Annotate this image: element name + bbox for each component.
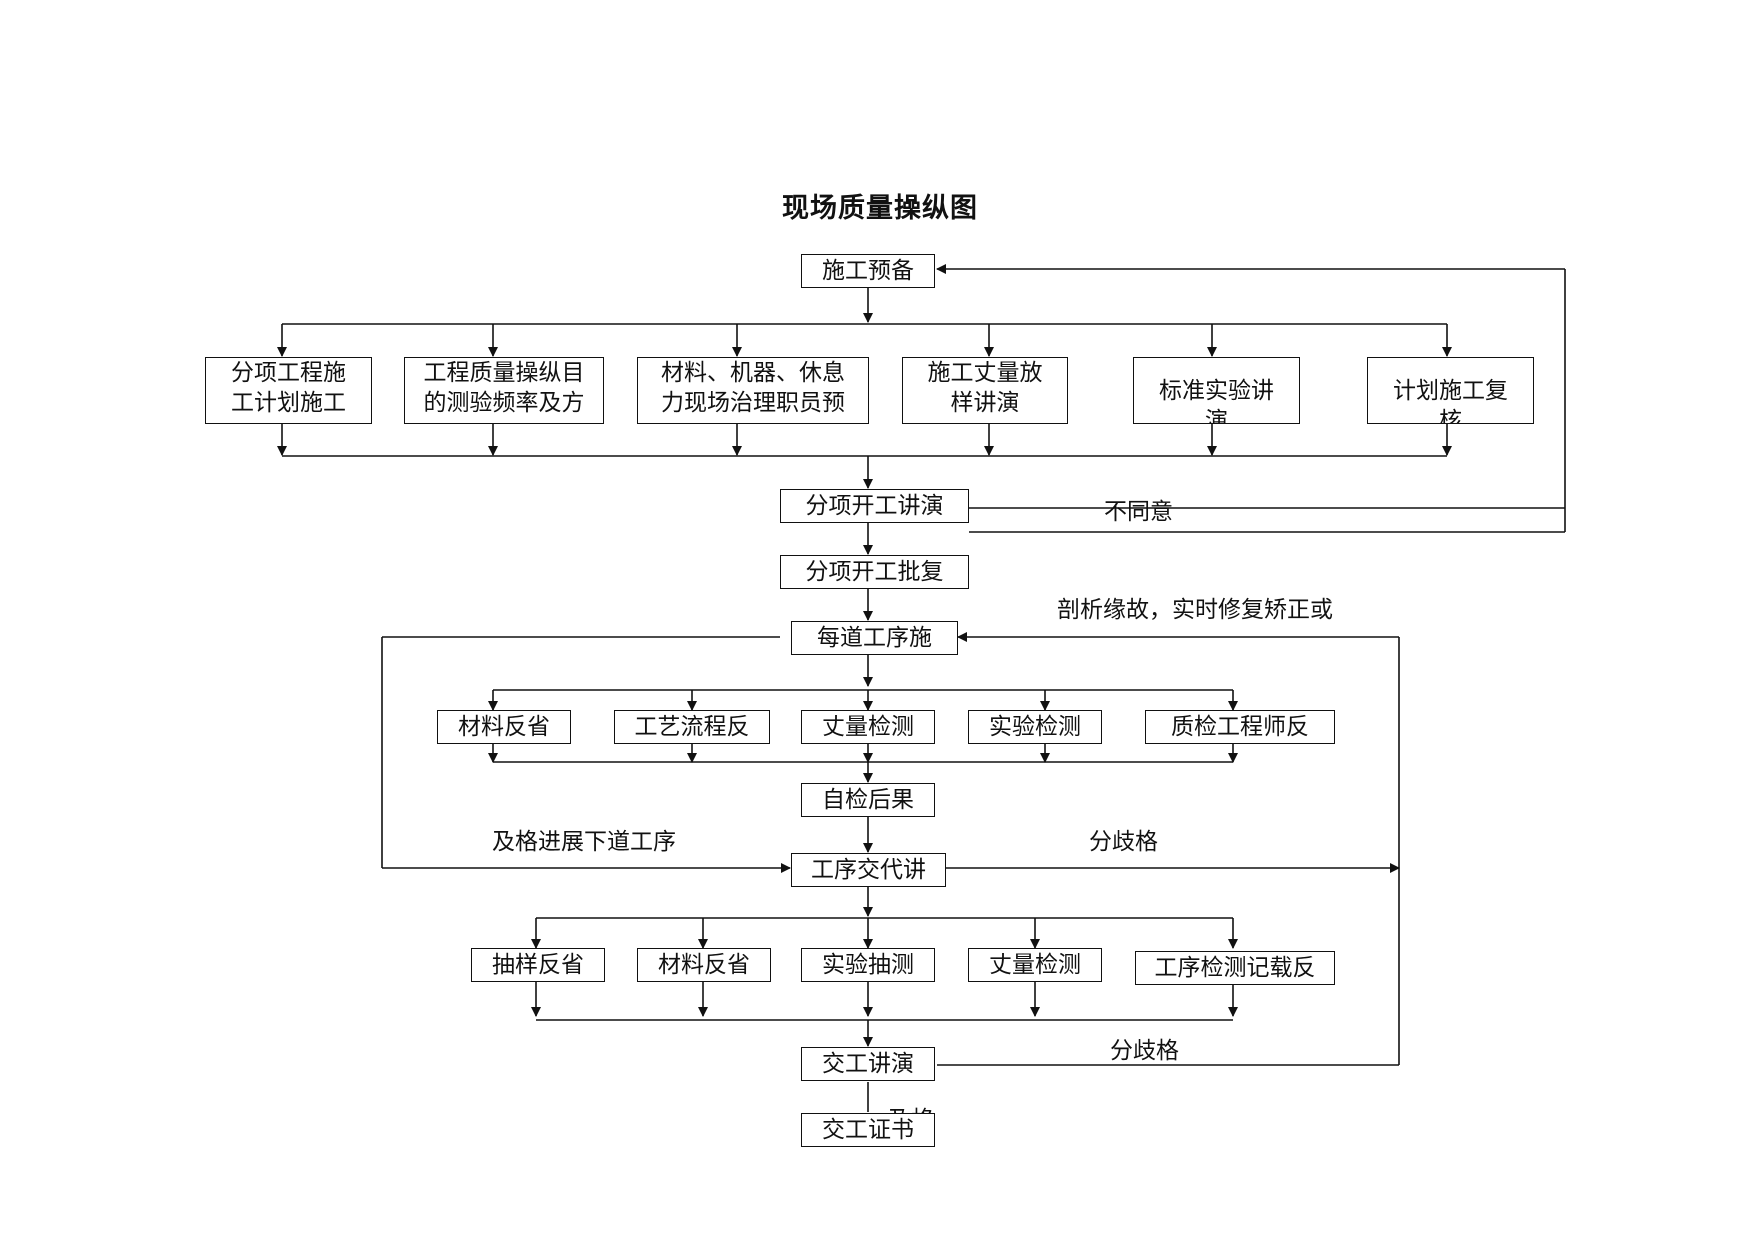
label-fix: 剖析缘故，实时修复矫正或 [1057, 597, 1333, 623]
node-plan-resources: 材料、机器、休息力现场治理职员预 [637, 357, 869, 424]
node-plan-subproject: 分项工程施工计划施工 [205, 357, 372, 424]
node-sample-record: 工序检测记载反 [1135, 951, 1335, 985]
node-check-test: 实验检测 [968, 710, 1102, 744]
label-fail-1: 分歧格 [1089, 829, 1158, 855]
page-title: 现场质量操纵图 [782, 193, 978, 224]
node-plan-quality: 工程质量操纵目的测验频率及方 [404, 357, 604, 424]
node-certificate: 交工证书 [801, 1113, 935, 1147]
label-pass-next: 及格进展下道工序 [492, 829, 676, 855]
label-disagree: 不同意 [1104, 499, 1173, 525]
node-check-material: 材料反省 [437, 710, 571, 744]
node-check-craft: 工艺流程反 [614, 710, 770, 744]
node-start-approval: 分项开工批复 [780, 555, 969, 589]
node-sample-measure: 丈量检测 [968, 948, 1102, 982]
node-sample-check: 抽样反省 [471, 948, 605, 982]
node-process: 每道工序施 [791, 621, 958, 655]
node-prep: 施工预备 [801, 254, 935, 288]
node-check-measure: 丈量检测 [801, 710, 935, 744]
node-sample-test: 实验抽测 [801, 948, 935, 982]
node-check-engineer: 质检工程师反 [1145, 710, 1335, 744]
label-fail-2: 分歧格 [1110, 1038, 1179, 1064]
node-start-report: 分项开工讲演 [780, 489, 969, 523]
node-self-result: 自检后果 [801, 783, 935, 817]
node-final-report: 交工讲演 [801, 1047, 935, 1081]
node-sample-material: 材料反省 [637, 948, 771, 982]
node-handover: 工序交代讲 [791, 853, 946, 887]
node-plan-review: 计划施工复核 [1367, 357, 1534, 424]
node-plan-standard-test: 标准实验讲演 [1133, 357, 1300, 424]
node-plan-survey: 施工丈量放样讲演 [902, 357, 1068, 424]
